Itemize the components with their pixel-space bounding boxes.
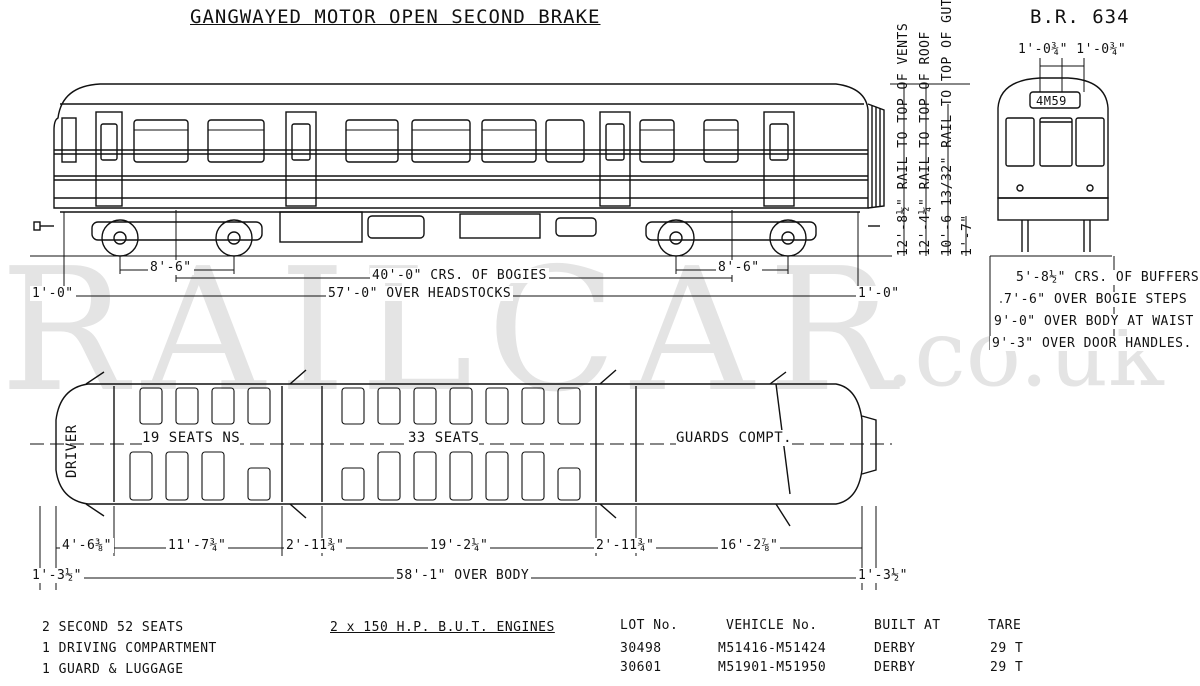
table-header-lot: LOT No. (620, 618, 679, 633)
plan-dim-4: 19'-2¼" (428, 538, 491, 553)
end-top-dims: 1'-0¾" 1'-0¾" (1018, 42, 1127, 57)
diagram-number: B.R. 634 (1030, 6, 1130, 28)
seats-ns-label: 19 SEATS NS (142, 430, 241, 446)
table-row-1-lot: 30498 (620, 641, 662, 656)
driver-label: DRIVER (64, 424, 80, 478)
footer-driving: 1 DRIVING COMPARTMENT (42, 641, 217, 656)
buffers-dim: 5'-8½" CRS. OF BUFFERS (1014, 270, 1200, 285)
table-row-1-built: DERBY (874, 641, 916, 656)
table-header-vehicle: VEHICLE No. (726, 618, 818, 633)
footer-guard: 1 GUARD & LUGGAGE (42, 662, 184, 677)
plan-dim-6: 16'-2⅞" (718, 538, 781, 553)
side-elevation (30, 83, 970, 300)
table-row-1-tare: 29 T (990, 641, 1024, 656)
waist-dim: 9'-0" OVER BODY AT WAIST (992, 314, 1196, 329)
plan-dim-2: 11'-7¾" (166, 538, 229, 553)
table-row-2-tare: 29 T (990, 660, 1024, 675)
drawing-title: GANGWAYED MOTOR OPEN SECOND BRAKE (190, 6, 601, 28)
table-header-built: BUILT AT (874, 618, 941, 633)
door-handles-dim: 9'-3" OVER DOOR HANDLES. (990, 336, 1194, 351)
plan-dim-5: 2'-11¾" (594, 538, 657, 553)
over-headstocks-dim: 57'-0" OVER HEADSTOCKS (326, 286, 514, 301)
plan-end-left-dim: 1'-3½" (30, 568, 84, 583)
plan-view (30, 369, 892, 590)
headcode-box: 4M59 (1036, 94, 1067, 108)
bogie-wheelbase-left: 8'-6" (148, 260, 194, 275)
seats-33-label: 33 SEATS (408, 430, 480, 446)
height-gutter-dim: 10'-6 13/32" RAIL TO TOP OF GUTTER (940, 0, 955, 256)
bogie-centres-dim: 40'-0" CRS. OF BOGIES (370, 268, 549, 283)
plan-end-right-dim: 1'-3½" (856, 568, 910, 583)
overhang-left-dim: 1'-0" (30, 286, 76, 301)
plan-dim-3: 2'-11¾" (284, 538, 347, 553)
bogie-wheelbase-right: 8'-6" (716, 260, 762, 275)
footer-seats: 2 SECOND 52 SEATS (42, 620, 184, 635)
table-header-tare: TARE (988, 618, 1022, 633)
height-vents-dim: 12'-8½" RAIL TO TOP OF VENTS (896, 22, 911, 256)
height-roof-dim: 12'-4¼" RAIL TO TOP OF ROOF (918, 31, 933, 256)
bogie-steps-dim: 7'-6" OVER BOGIE STEPS (1002, 292, 1190, 307)
guards-compt-label: GUARDS COMPT. (676, 430, 793, 446)
table-row-2-built: DERBY (874, 660, 916, 675)
table-row-1-vehicle: M51416-M51424 (718, 641, 827, 656)
overhang-right-dim: 1'-0" (856, 286, 902, 301)
table-row-2-vehicle: M51901-M51950 (718, 660, 827, 675)
plan-dim-1: 4'-6⅜" (60, 538, 114, 553)
over-body-dim: 58'-1" OVER BODY (394, 568, 532, 583)
footer-engines: 2 x 150 H.P. B.U.T. ENGINES (330, 620, 555, 635)
table-row-2-lot: 30601 (620, 660, 662, 675)
height-small-dim: 1'-7" (960, 214, 975, 256)
